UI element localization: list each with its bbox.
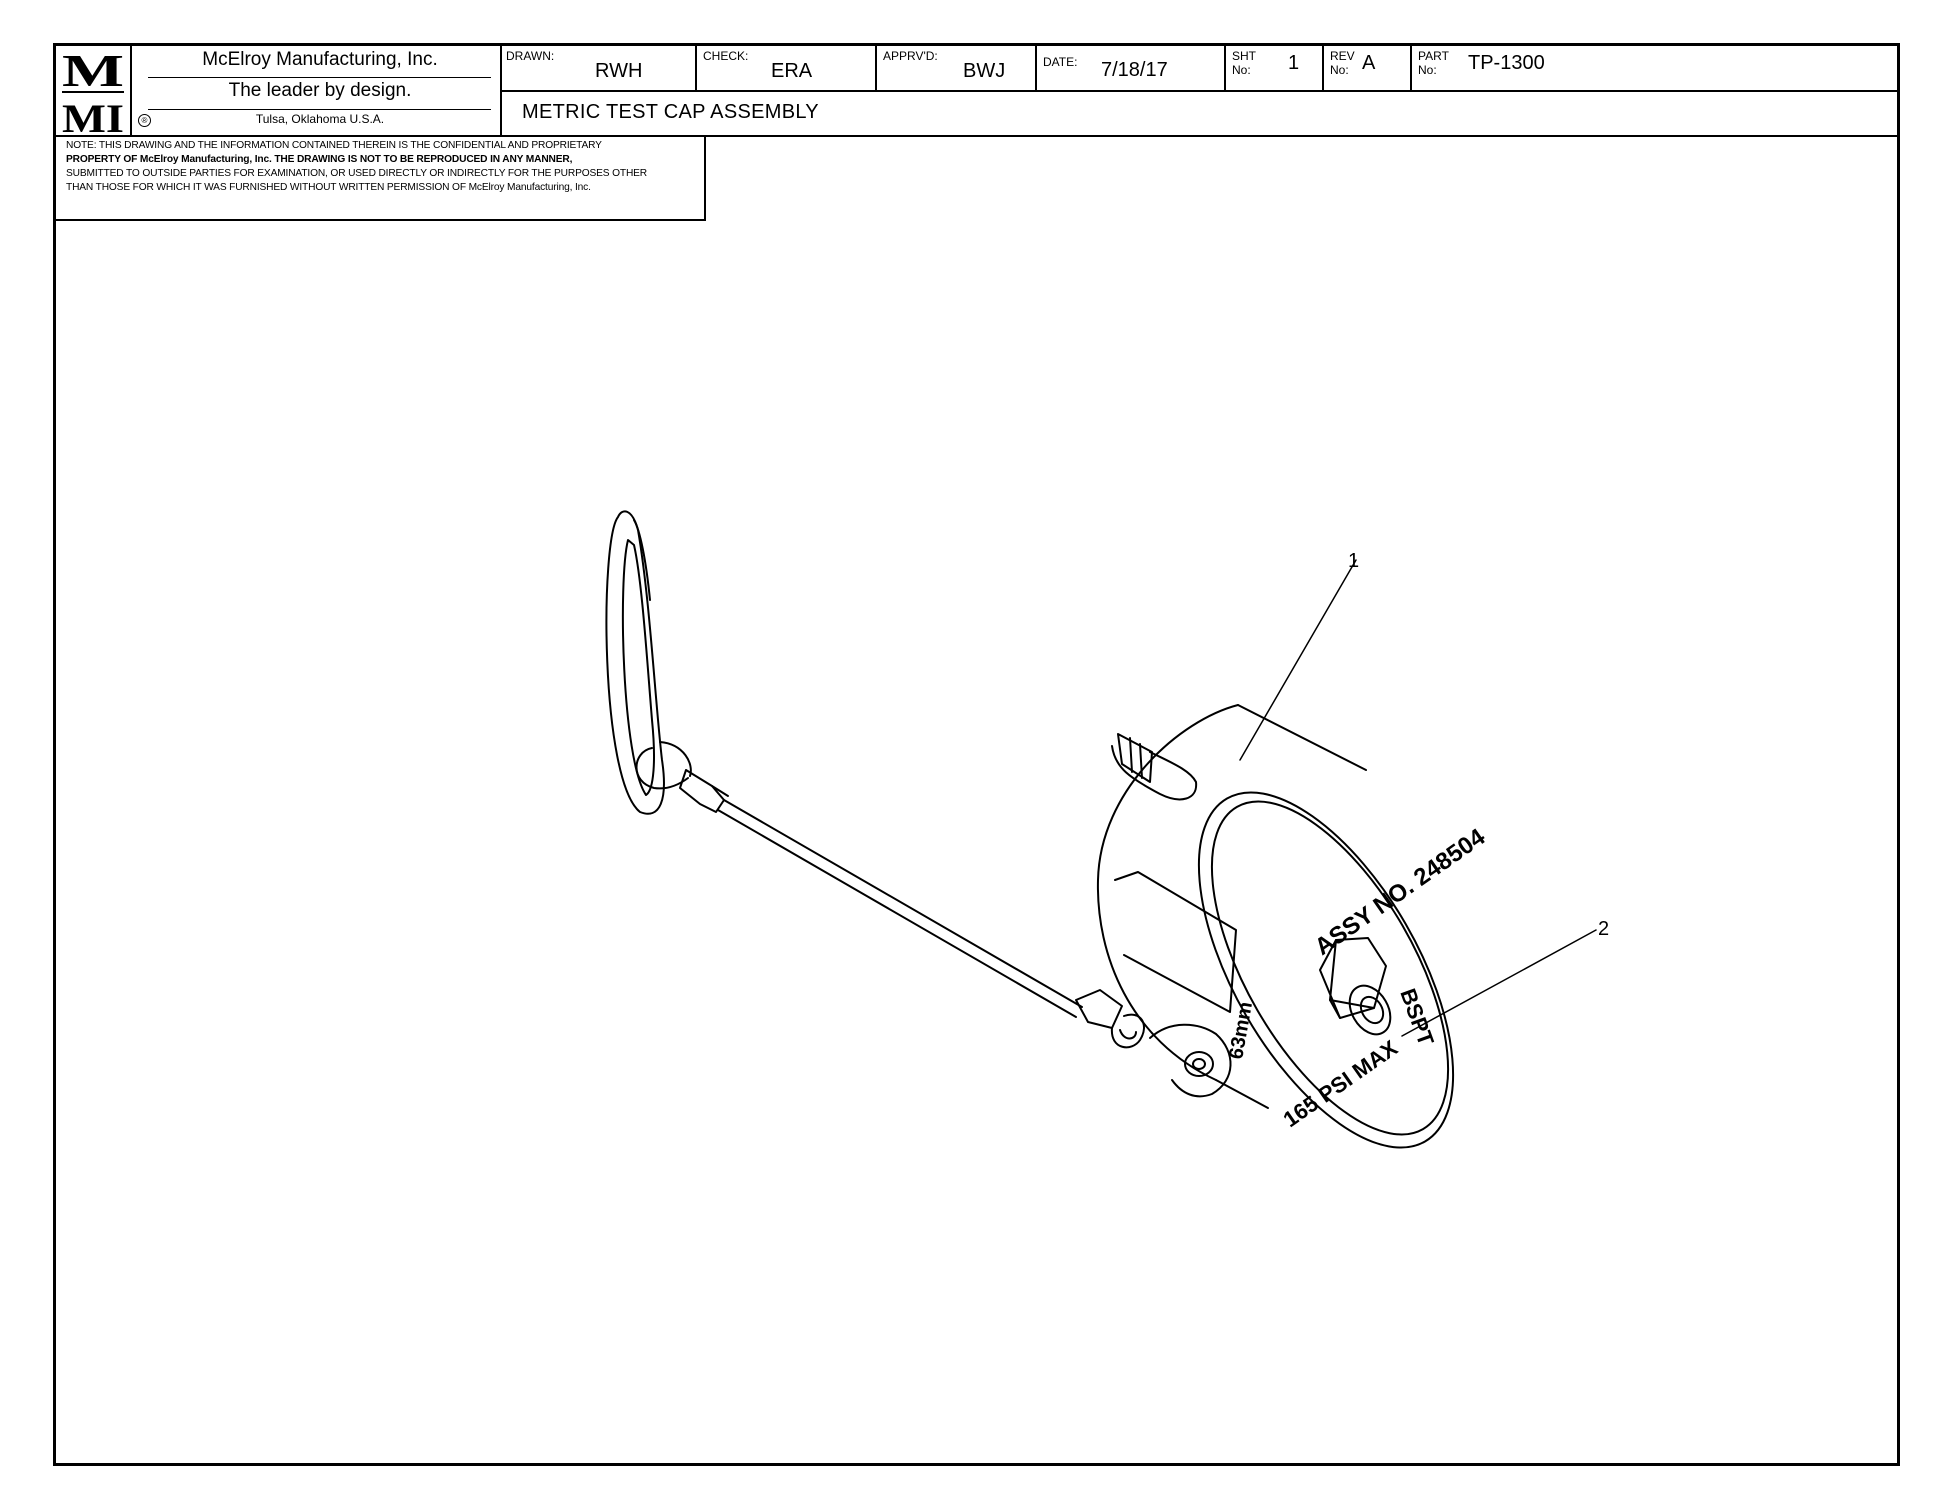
cable-tab: [1149, 1023, 1232, 1098]
check-value: ERA: [771, 60, 813, 82]
field-date: DATE: 7/18/17: [1037, 46, 1226, 90]
lanyard-cable: [717, 799, 1083, 1018]
drawing-title: METRIC TEST CAP ASSEMBLY: [522, 101, 819, 123]
cap-body: [1096, 704, 1367, 1109]
field-check: CHECK: ERA: [697, 46, 877, 90]
registered-mark: ®: [138, 114, 151, 127]
title-block: M MI McElroy Manufacturing, Inc. The lea…: [56, 45, 1897, 141]
company-tagline: The leader by design.: [228, 80, 412, 101]
svg-text:M: M: [62, 46, 124, 96]
divider: [148, 109, 491, 110]
date-value: 7/18/17: [1101, 59, 1168, 81]
leader-2: [1401, 929, 1597, 1037]
mmi-logo-mark: M MI: [62, 45, 124, 141]
company-location: Tulsa, Oklahoma U.S.A.: [255, 112, 385, 126]
hex-plug: [1319, 937, 1392, 1036]
proprietary-note: NOTE: THIS DRAWING AND THE INFORMATION C…: [56, 135, 706, 221]
company-block: McElroy Manufacturing, Inc. The leader b…: [130, 46, 502, 135]
sheet-value: 1: [1288, 52, 1300, 74]
callout-1: 1: [1348, 550, 1360, 572]
field-part-no: PART No: TP-1300: [1418, 49, 1545, 77]
field-apprvd: APPRV'D: BWJ: [877, 46, 1037, 90]
leader-lines: [1239, 559, 1597, 1037]
cap-thread-text: BSPT: [1395, 985, 1439, 1049]
title-fields: DRAWN: RWH CHECK: ERA APPRV'D: BWJ DATE:…: [500, 46, 1897, 92]
field-drawn: DRAWN: RWH: [500, 46, 697, 90]
divider: [148, 77, 491, 78]
drawn-value: RWH: [595, 60, 643, 82]
leader-1: [1239, 559, 1357, 761]
cap-pressure-text: 165 PSI MAX: [1279, 1035, 1403, 1132]
part-value: TP-1300: [1468, 52, 1545, 74]
apprvd-value: BWJ: [963, 60, 1006, 82]
company-logo: M MI: [56, 45, 132, 141]
cable-loop-lower: [1075, 989, 1145, 1049]
company-name: McElroy Manufacturing, Inc.: [202, 49, 438, 70]
drawing-sheet: M MI McElroy Manufacturing, Inc. The lea…: [53, 43, 1900, 1466]
rev-value: A: [1362, 52, 1376, 74]
field-rev-no: REV No: A: [1324, 46, 1412, 90]
tag-plate: [605, 510, 665, 815]
drawing-title-bar: METRIC TEST CAP ASSEMBLY: [500, 90, 1897, 135]
cap-end-face: [1197, 791, 1455, 1149]
cable-loop-upper: [635, 741, 729, 813]
field-sheet-no: SHT No: 1: [1226, 46, 1324, 90]
cap-assy-number: ASSY NO. 248504: [1310, 823, 1491, 961]
callout-2: 2: [1598, 918, 1610, 940]
svg-text:MI: MI: [62, 96, 124, 135]
